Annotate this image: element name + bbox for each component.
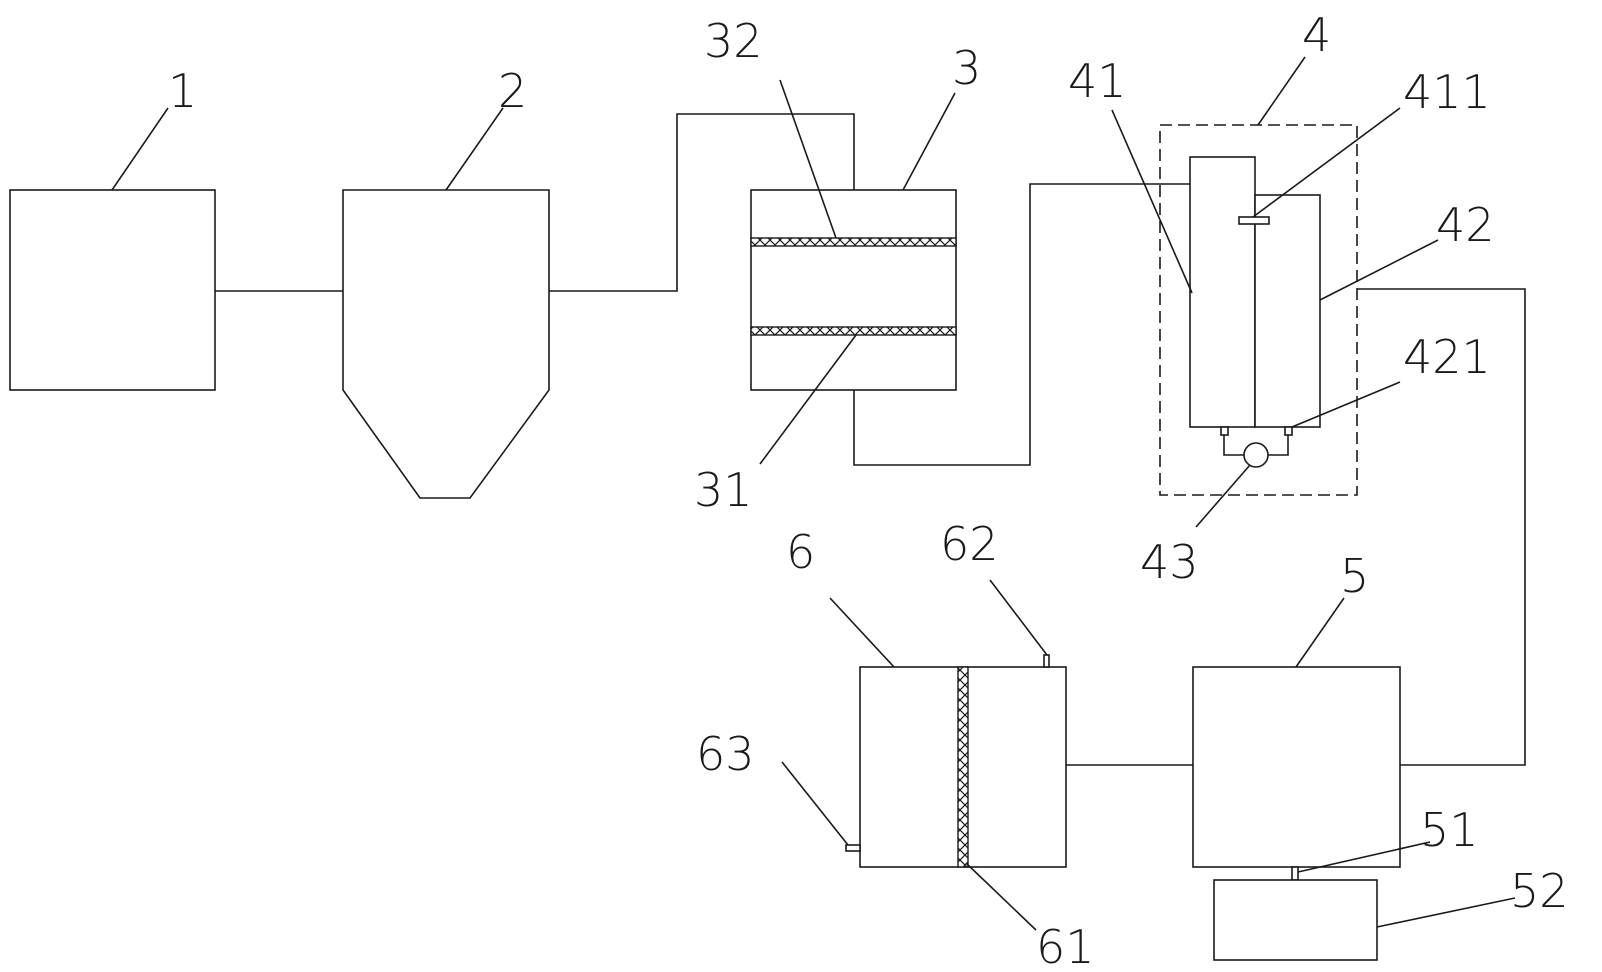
label-4: 4 [1302,8,1331,62]
connector-51 [1291,866,1299,881]
filter-layer-31 [750,326,957,336]
leader-43 [1195,464,1251,528]
label-421: 421 [1403,330,1491,384]
pipe-3-to-41 [853,183,1190,466]
label-31: 31 [694,463,753,517]
leader-63 [781,761,849,846]
outlet-421 [1284,426,1293,436]
leader-2 [445,107,504,191]
label-41: 41 [1068,54,1127,108]
leader-6 [829,597,895,668]
leader-51 [1297,841,1431,873]
port-62 [1043,654,1050,668]
leader-41 [1111,109,1193,294]
component-411 [1238,216,1270,225]
pipe-42-to-5 [1357,288,1526,766]
label-3: 3 [952,41,981,95]
unit-52-box [1213,879,1378,961]
label-61: 61 [1036,920,1095,972]
label-52: 52 [1510,864,1569,918]
tower-42 [1254,194,1321,428]
tower-41-outlet [1220,426,1229,436]
label-62: 62 [940,517,999,571]
label-1: 1 [168,64,197,118]
unit-3-box [750,189,957,391]
leader-52 [1376,897,1516,928]
label-51: 51 [1420,803,1479,857]
unit-1-box [9,189,216,391]
filter-layer-32 [750,237,957,247]
tower-41 [1189,156,1256,428]
label-2: 2 [498,64,527,118]
leader-61 [965,862,1037,931]
leader-421 [1291,381,1401,428]
unit-5-box [1192,666,1401,868]
leader-5 [1295,597,1345,668]
label-42: 42 [1436,198,1495,252]
label-411: 411 [1403,65,1491,119]
pipe-2-to-3 [549,113,855,292]
port-63 [845,844,861,852]
leader-1 [111,107,169,191]
leader-62 [989,579,1048,656]
label-5: 5 [1340,549,1369,603]
label-6: 6 [786,525,815,579]
membrane-61 [957,666,969,868]
leader-3 [902,92,956,191]
leader-32 [779,79,837,239]
leader-42 [1319,239,1439,301]
pump-43 [1243,442,1269,468]
unit-2-hopper [342,189,550,499]
label-32: 32 [704,14,763,68]
leader-411 [1252,107,1401,218]
label-43: 43 [1140,535,1199,589]
label-63: 63 [696,727,755,781]
leader-31 [759,334,857,465]
leader-4 [1257,56,1306,126]
